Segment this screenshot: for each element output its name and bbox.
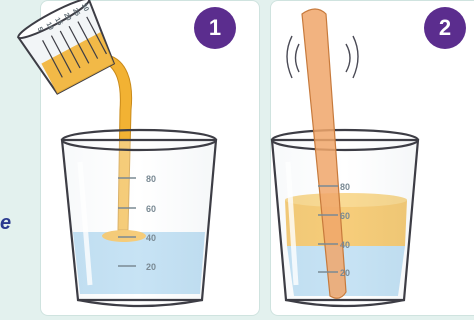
beaker-2-tick-40: 40 — [340, 240, 350, 250]
beaker-1-tick-60: 60 — [146, 204, 156, 214]
beaker-1-tick-40: 40 — [146, 233, 156, 243]
beaker-1: 80 60 40 20 — [62, 130, 216, 306]
beaker-2-tick-80: 80 — [340, 182, 350, 192]
beaker-1-tick-20: 20 — [146, 262, 156, 272]
beaker-2-tick-20: 20 — [340, 268, 350, 278]
beaker-2-tick-60: 60 — [340, 211, 350, 221]
beaker-1-tick-80: 80 — [146, 174, 156, 184]
